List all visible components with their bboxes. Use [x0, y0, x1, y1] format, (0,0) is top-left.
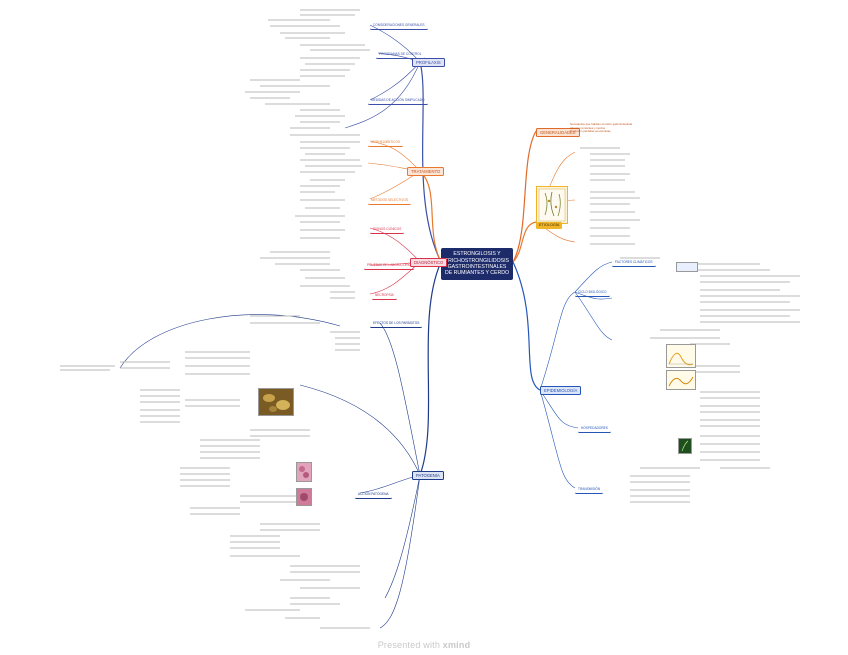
branch-etiologia-label: ETIOLOGÍA [539, 223, 560, 227]
sub-metodos-selectivos-label: METODOS SELECTIVOS [371, 198, 408, 202]
photo-icon [259, 389, 293, 415]
central-topic-label: ESTRONGILOSIS Y TRICHOSTRONGILIDOSIS GAS… [444, 251, 510, 277]
sub-signos-clinicos[interactable]: SIGNOS CLÍNICOS [370, 226, 405, 234]
branch-profilaxis[interactable]: PROFILAXIS [412, 58, 445, 67]
watermark: Presented with xmind [0, 640, 848, 650]
photo-icon [679, 439, 691, 453]
parasite-drawing-icon [538, 188, 566, 222]
sub-transmision[interactable]: TRANSMISIÓN [575, 486, 604, 494]
highlight-tag [676, 262, 698, 272]
sub-ciclo-biologico-label: CICLO BIOLÓGICO [578, 290, 607, 294]
generalities-note: Afectan rumiantes y cerdos [570, 126, 606, 130]
sub-transmision-label: TRANSMISIÓN [578, 487, 601, 491]
sub-necropsia-label: NECROPSIA [375, 293, 394, 297]
branch-etiologia[interactable]: ETIOLOGÍA [536, 222, 563, 229]
tissue-photo [296, 462, 312, 482]
sub-medidas-accion[interactable]: MEDIDAS DE ACCIÓN SIMPLICADO [368, 97, 428, 105]
sub-signos-clinicos-label: SIGNOS CLÍNICOS [373, 227, 402, 231]
sub-efectos-parasitos[interactable]: EFECTOS DE LOS PARÁSITOS [370, 320, 423, 328]
branch-epidemiologia[interactable]: EPIDEMIOLOGÍA [540, 386, 582, 395]
curve-chart-icon [667, 345, 695, 367]
sub-pruebas-laboratorio-label: PRUEBAS DE LABORATORIO [367, 263, 412, 267]
seasonal-curve-chart [666, 344, 696, 368]
sub-pruebas-laboratorio[interactable]: PRUEBAS DE LABORATORIO [364, 262, 415, 270]
branch-generalidades-label: GENERALIDADES [540, 130, 576, 135]
sub-factores-climaticos-label: FACTORES CLIMÁTICOS [615, 260, 653, 264]
sub-consideraciones-label: CONSIDERACIONES GENERALES [373, 23, 425, 27]
branch-patogenia[interactable]: PATOGENIA [412, 471, 444, 480]
sub-programas-control[interactable]: PROGRAMAS DE CONTROL [376, 51, 425, 59]
branch-diagnostico[interactable]: DIAGNÓSTICO [410, 258, 448, 267]
watermark-brand: xmind [442, 640, 471, 650]
generalities-notes: Nematodos que habitan el tracto gastroin… [570, 123, 632, 134]
sub-metodos-selectivos[interactable]: METODOS SELECTIVOS [368, 197, 411, 205]
sub-hospedadores[interactable]: HOSPEDADORES [578, 425, 611, 433]
watermark-prefix: Presented with [377, 640, 443, 650]
larvae-photo [678, 438, 692, 454]
sub-accion-patogena-label: ACCIÓN PATÓGENA [358, 492, 389, 496]
prevalence-curve-chart [666, 370, 696, 390]
branch-generalidades[interactable]: GENERALIDADES [536, 128, 580, 137]
sub-consideraciones[interactable]: CONSIDERACIONES GENERALES [370, 22, 428, 30]
photo-icon [297, 489, 311, 505]
sub-efectos-parasitos-label: EFECTOS DE LOS PARÁSITOS [373, 321, 420, 325]
generalities-note: Producen pérdidas económicas [570, 130, 611, 134]
branch-patogenia-label: PATOGENIA [416, 473, 440, 478]
branch-tratamiento-label: TRATAMIENTO [411, 169, 441, 174]
sub-accion-patogena[interactable]: ACCIÓN PATÓGENA [355, 491, 392, 499]
sub-hospedadores-label: HOSPEDADORES [581, 426, 608, 430]
branch-epidemiologia-label: EPIDEMIOLOGÍA [544, 388, 578, 393]
central-topic[interactable]: ESTRONGILOSIS Y TRICHOSTRONGILIDOSIS GAS… [441, 248, 513, 280]
lesion-photo [296, 488, 312, 506]
branch-profilaxis-label: PROFILAXIS [416, 60, 441, 65]
photo-icon [297, 463, 311, 481]
sub-necropsia[interactable]: NECROPSIA [372, 292, 397, 300]
sub-medidas-accion-label: MEDIDAS DE ACCIÓN SIMPLICADO [371, 98, 425, 102]
sub-programas-control-label: PROGRAMAS DE CONTROL [379, 52, 422, 56]
microscopy-photo [258, 388, 294, 416]
generalities-note: Nematodos que habitan el tracto gastroin… [570, 123, 633, 126]
sub-antihelminticos[interactable]: ANTIHELMÍNTICOS [368, 139, 404, 147]
sub-ciclo-biologico[interactable]: CICLO BIOLÓGICO [575, 289, 610, 297]
branch-diagnostico-label: DIAGNÓSTICO [414, 260, 444, 265]
sub-factores-climaticos[interactable]: FACTORES CLIMÁTICOS [612, 259, 656, 267]
curve-chart-icon [667, 371, 695, 389]
branch-tratamiento[interactable]: TRATAMIENTO [407, 167, 445, 176]
sub-antihelminticos-label: ANTIHELMÍNTICOS [371, 140, 401, 144]
etiology-illustration [536, 186, 568, 224]
